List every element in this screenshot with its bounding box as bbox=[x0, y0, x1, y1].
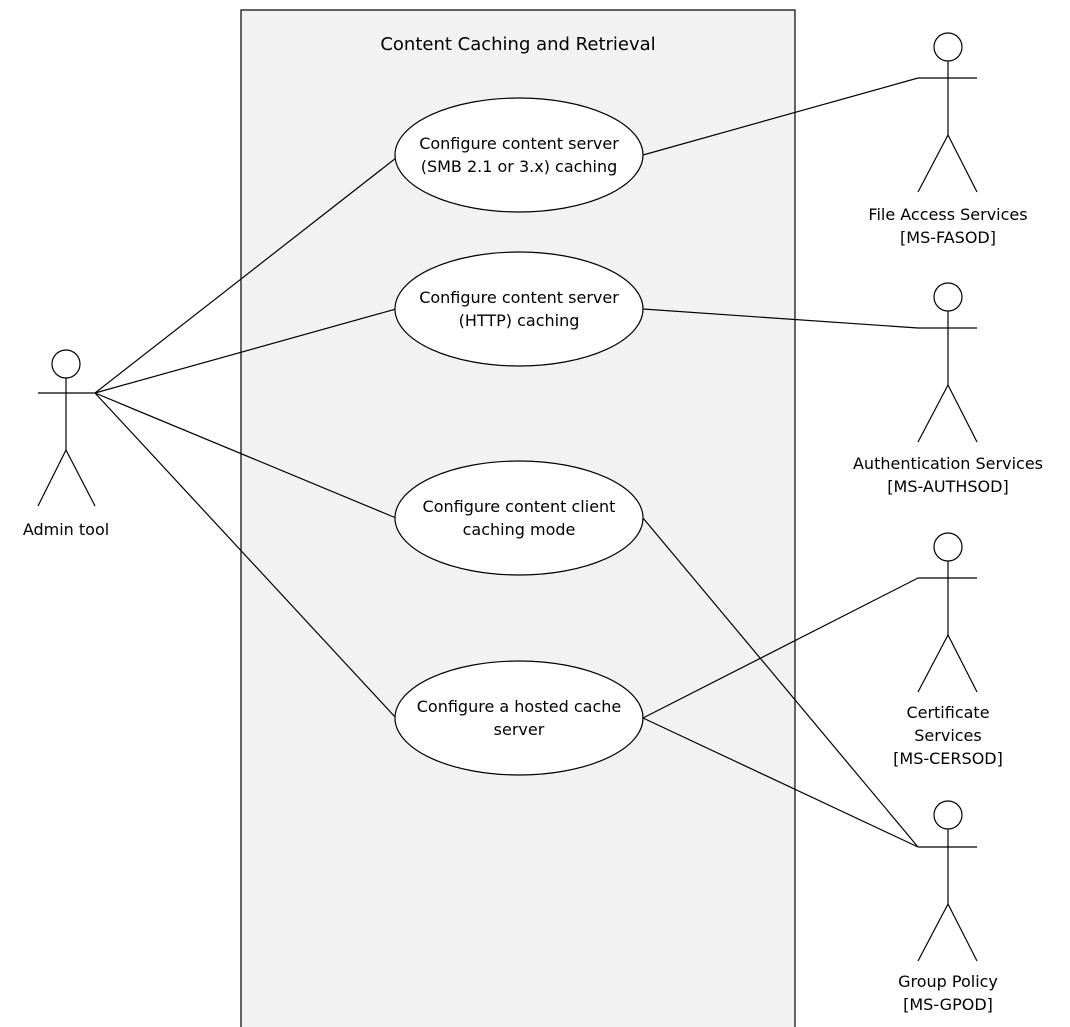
actor-certificate-figure[interactable] bbox=[917, 532, 978, 693]
actor-head bbox=[933, 32, 963, 62]
actor-group-policy-label: Group Policy [MS-GPOD] bbox=[898, 972, 998, 1014]
actor-file-access-figure[interactable] bbox=[917, 32, 978, 193]
assoc-admin-hosted bbox=[94, 392, 397, 719]
associations bbox=[94, 77, 919, 848]
use-case-client-caching-shape[interactable] bbox=[394, 460, 644, 576]
assoc-hosted-certificate bbox=[642, 577, 919, 719]
assoc-hosted-grouppolicy bbox=[642, 717, 919, 848]
use-case-http-caching-shape[interactable] bbox=[394, 251, 644, 367]
actor-head bbox=[933, 532, 963, 562]
assoc-client-grouppolicy bbox=[642, 517, 919, 848]
actor-admin-tool-figure[interactable] bbox=[37, 349, 96, 507]
use-case-smb-caching-shape[interactable] bbox=[394, 97, 644, 213]
use-case-shapes bbox=[394, 97, 644, 776]
assoc-http-authentication bbox=[642, 308, 919, 329]
use-case-http-caching-label: Configure content server (HTTP) caching bbox=[419, 288, 619, 330]
actor-right-leg bbox=[947, 134, 978, 193]
actor-right-leg bbox=[65, 449, 96, 507]
assoc-admin-client bbox=[94, 392, 397, 519]
actor-left-leg bbox=[37, 449, 67, 507]
assoc-admin-http bbox=[94, 308, 397, 394]
assoc-smb-fileaccess bbox=[642, 77, 919, 156]
actor-right-leg bbox=[947, 634, 978, 693]
actor-certificate-label: Certificate Services [MS-CERSOD] bbox=[893, 703, 1003, 768]
actor-left-leg bbox=[917, 384, 949, 443]
use-case-hosted-cache-label: Configure a hosted cache server bbox=[416, 697, 622, 739]
actor-head bbox=[933, 282, 963, 312]
actor-group-policy-figure[interactable] bbox=[917, 800, 978, 962]
system-title: Content Caching and Retrieval bbox=[380, 34, 656, 55]
actor-head bbox=[933, 800, 963, 830]
actor-authentication-figure[interactable] bbox=[917, 282, 978, 443]
actor-right-leg bbox=[947, 384, 978, 443]
use-case-smb-caching-label: Configure content server (SMB 2.1 or 3.x… bbox=[419, 134, 619, 176]
assoc-admin-smb bbox=[94, 157, 397, 394]
actor-file-access-label: File Access Services [MS-FASOD] bbox=[868, 205, 1028, 247]
use-case-hosted-cache-shape[interactable] bbox=[394, 660, 644, 776]
actor-left-leg bbox=[917, 634, 949, 693]
actor-left-leg bbox=[917, 134, 949, 193]
use-case-client-caching-label: Configure content client caching mode bbox=[422, 497, 616, 539]
actor-admin-tool-label: Admin tool bbox=[22, 520, 110, 539]
actor-left-leg bbox=[917, 903, 949, 962]
actor-authentication-label: Authentication Services [MS-AUTHSOD] bbox=[852, 454, 1043, 496]
actor-head bbox=[51, 349, 81, 379]
actor-right-leg bbox=[947, 903, 978, 962]
